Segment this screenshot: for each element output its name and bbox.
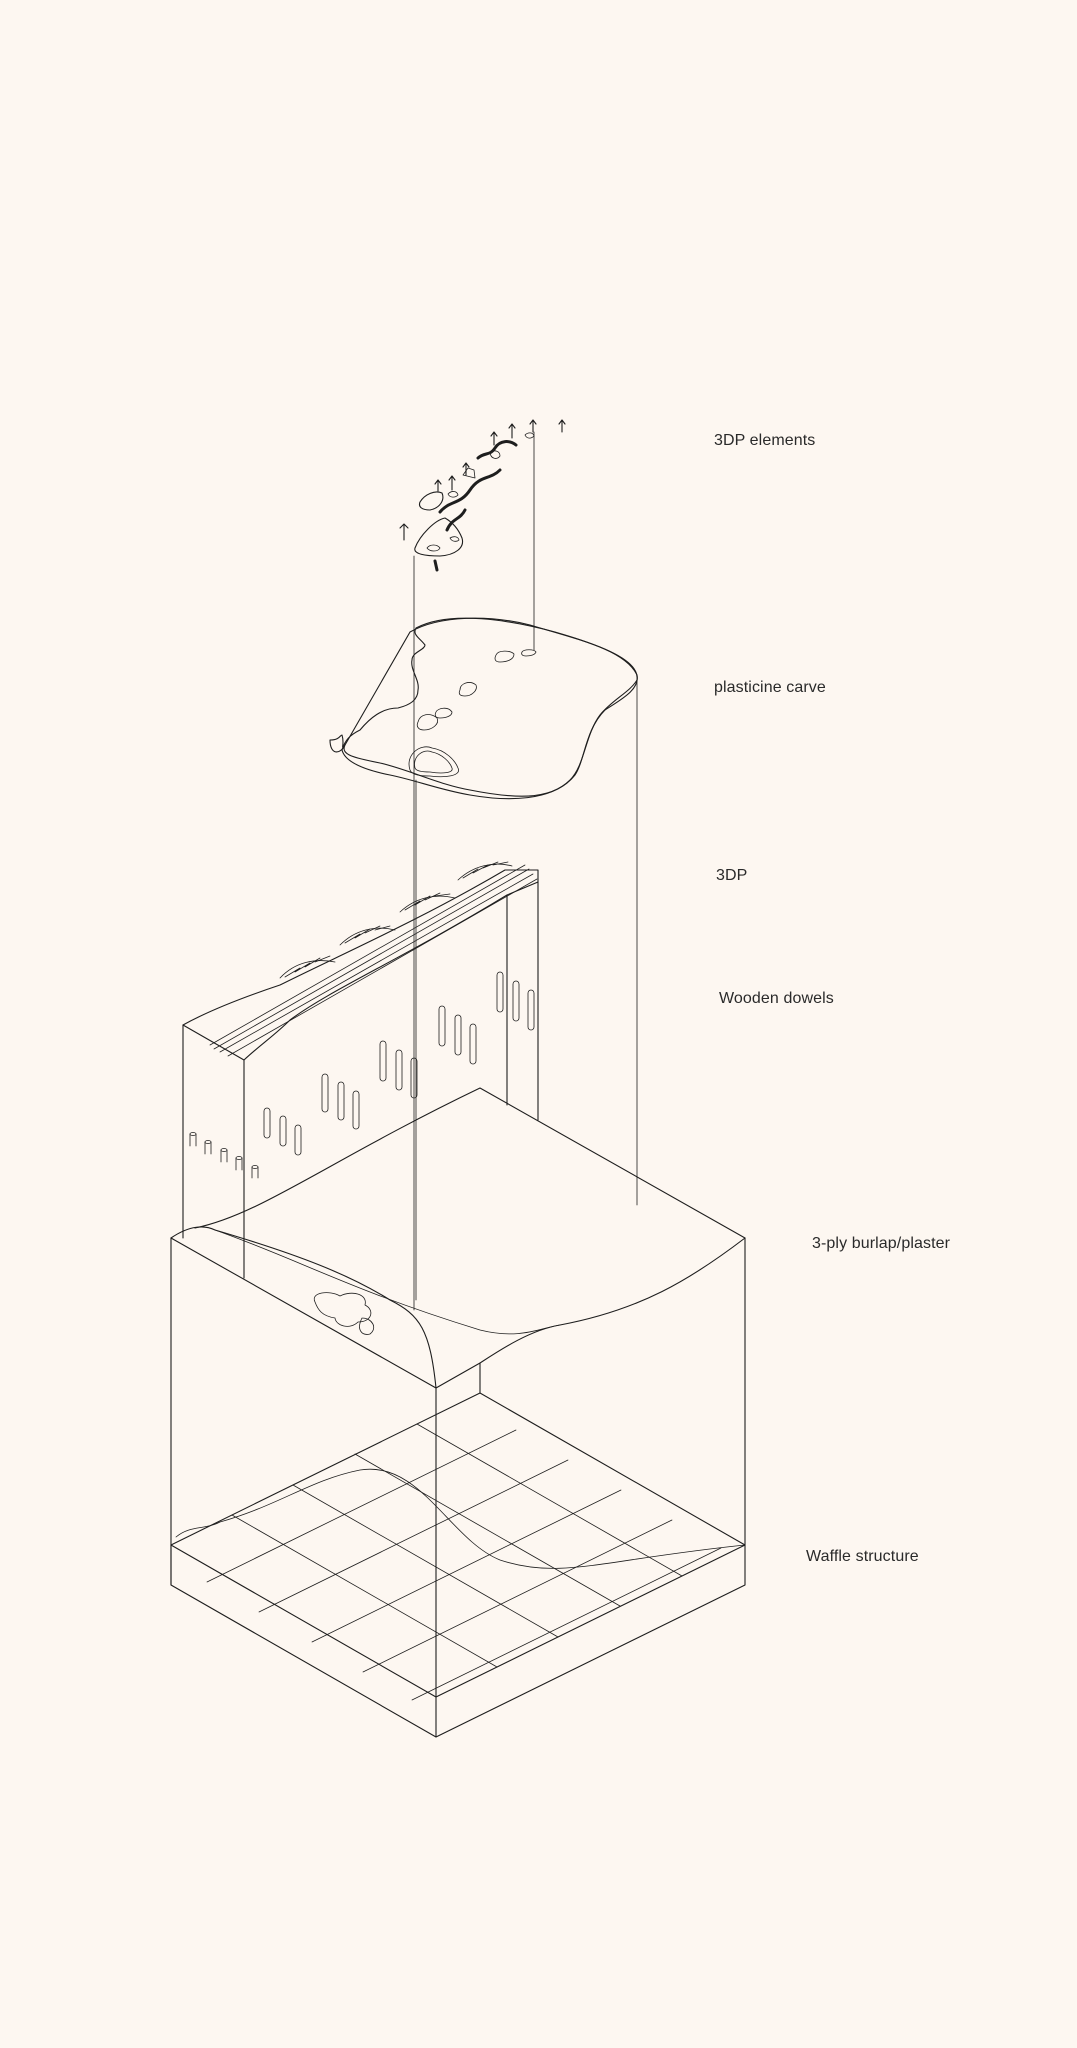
wooden-dowels — [189, 971, 535, 1179]
label-burlap-plaster: 3-ply burlap/plaster — [812, 1235, 951, 1252]
projection-lines — [413, 431, 638, 1311]
print-block-3dp — [182, 861, 539, 1279]
label-waffle-structure: Waffle structure — [806, 1548, 919, 1565]
label-3dp-elements: 3DP elements — [714, 432, 816, 449]
tall-dowels — [263, 971, 535, 1156]
label-wooden-dowels: Wooden dowels — [719, 990, 834, 1007]
label-3dp: 3DP — [716, 867, 748, 884]
waffle-structure — [170, 1392, 746, 1738]
small-dowel-row — [189, 1132, 259, 1179]
label-plasticine-carve: plasticine carve — [714, 679, 826, 696]
3dp-elements — [399, 419, 566, 572]
burlap-plaster-layer — [170, 1087, 746, 1698]
plasticine-carve — [329, 617, 638, 800]
